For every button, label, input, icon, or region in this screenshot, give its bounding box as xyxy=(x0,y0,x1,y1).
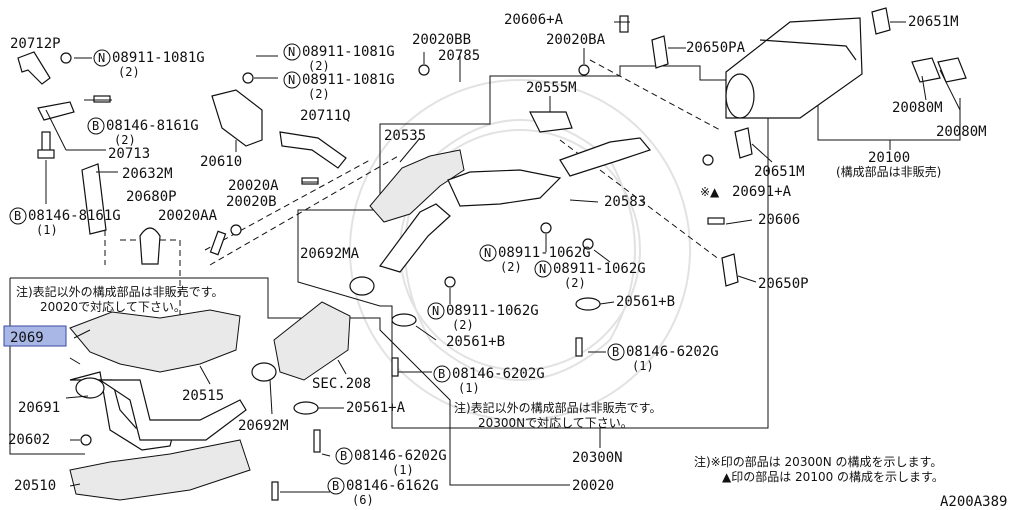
nut-symbol: N xyxy=(98,51,105,65)
part-qty: (1) xyxy=(632,359,654,373)
part-label[interactable]: 08911-1081G xyxy=(112,50,205,66)
watermark xyxy=(349,79,691,421)
nut-symbol: N xyxy=(484,246,491,260)
part-label[interactable]: 20300N xyxy=(572,450,623,466)
nut-symbol: N xyxy=(288,73,295,87)
highlight-label: 2069 xyxy=(10,330,44,346)
part-label[interactable]: 20020BA xyxy=(546,32,606,48)
part-label[interactable]: 20020 xyxy=(572,478,614,494)
footer-note-line2: ▲印の部品は 20100 の構成を示します。 xyxy=(722,469,944,484)
bolt-symbol: B xyxy=(92,119,99,133)
note-20300n-line1: 注)表記以外の構成部品は非販売です。 xyxy=(454,400,661,415)
nut-symbol: N xyxy=(288,45,295,59)
part-label[interactable]: 08911-1081G xyxy=(302,72,395,88)
fastener-marker-letters: N B B N N N N N B B B B xyxy=(14,45,619,493)
leader-lines xyxy=(45,21,961,493)
part-label[interactable]: 20651M xyxy=(754,164,805,180)
part-label[interactable]: 20711Q xyxy=(300,108,351,124)
part-label[interactable]: 20561+A xyxy=(346,400,406,416)
part-qty: (2) xyxy=(118,65,140,79)
bolt-symbol: B xyxy=(340,449,347,463)
part-label[interactable]: 08146-8161G xyxy=(28,208,121,224)
note-20300n-line2: 20300Nで対応して下さい。 xyxy=(478,416,633,430)
part-label[interactable]: 08146-6162G xyxy=(346,478,439,494)
part-qty: (2) xyxy=(114,133,136,147)
part-qty: (1) xyxy=(36,223,58,237)
bolt-symbol: B xyxy=(332,479,339,493)
part-label[interactable]: 20515 xyxy=(182,388,224,404)
part-label[interactable]: 20561+B xyxy=(616,294,675,310)
highlighted-callout[interactable]: 2069 xyxy=(3,325,67,347)
diagram-id: A200A389 xyxy=(940,494,1007,510)
part-label[interactable]: 20712P xyxy=(10,36,61,52)
part-label[interactable]: 20692M xyxy=(238,418,289,434)
part-label[interactable]: 20555M xyxy=(526,80,577,96)
part-labels: 20712P 08911-1081G (2) 08146-8161G (2) 2… xyxy=(8,12,987,507)
part-label[interactable]: 20583 xyxy=(604,194,646,210)
part-label[interactable]: 08911-1081G xyxy=(302,44,395,60)
nut-symbol: N xyxy=(539,262,546,276)
part-note: (構成部品は非販売) xyxy=(836,164,941,179)
part-label[interactable]: 20080M xyxy=(892,100,943,116)
part-qty: (1) xyxy=(458,381,480,395)
part-label[interactable]: 20602 xyxy=(8,432,50,448)
part-label[interactable]: 08146-8161G xyxy=(106,118,199,134)
part-qty: (2) xyxy=(452,318,474,332)
note-20020-line2: 20020で対応して下さい。 xyxy=(40,300,186,314)
part-label[interactable]: 20020BB xyxy=(412,32,471,48)
part-label[interactable]: 08911-1062G xyxy=(553,261,646,277)
nut-symbol: N xyxy=(432,304,439,318)
part-qty: (2) xyxy=(308,59,330,73)
part-label[interactable]: 20632M xyxy=(122,166,173,182)
part-qty: (2) xyxy=(564,276,586,290)
part-label[interactable]: 20785 xyxy=(438,48,480,64)
part-label[interactable]: 20606 xyxy=(758,212,800,228)
note-20020-line1: 注)表記以外の構成部品は非販売です。 xyxy=(16,284,223,299)
part-label[interactable]: 08146-6202G xyxy=(626,344,719,360)
part-label[interactable]: 20713 xyxy=(108,146,150,162)
part-label[interactable]: 20650PA xyxy=(686,40,746,56)
fastener-markers xyxy=(9,43,625,495)
part-label[interactable]: 20080M xyxy=(936,124,987,140)
bolt-symbol: B xyxy=(612,345,619,359)
bolt-symbol: B xyxy=(438,367,445,381)
part-label[interactable]: 20680P xyxy=(126,189,177,205)
assembly-outlines xyxy=(9,59,961,486)
part-qty: (2) xyxy=(308,87,330,101)
part-label[interactable]: 08911-1062G xyxy=(446,303,539,319)
part-label[interactable]: 20610 xyxy=(200,154,242,170)
part-label[interactable]: 08146-6202G xyxy=(452,366,545,382)
part-label[interactable]: 08146-6202G xyxy=(354,448,447,464)
part-label[interactable]: 20510 xyxy=(14,478,56,494)
part-qty: (1) xyxy=(392,463,414,477)
part-label[interactable]: 20020B xyxy=(226,194,277,210)
part-label[interactable]: 20561+B xyxy=(446,334,505,350)
part-label[interactable]: 20650P xyxy=(758,276,809,292)
part-label[interactable]: 20020A xyxy=(228,178,279,194)
footer-note-line1: 注)※印の部品は 20300N の構成を示します。 xyxy=(694,454,942,469)
notes: 注)表記以外の構成部品は非販売です。 20020で対応して下さい。 注)表記以外… xyxy=(16,284,944,484)
part-qty: (6) xyxy=(352,493,374,507)
part-label[interactable]: 20691+A xyxy=(732,184,792,200)
part-mark: ※▲ xyxy=(700,185,720,199)
part-label[interactable]: 20020AA xyxy=(158,208,218,224)
part-label[interactable]: 20692MA xyxy=(300,246,360,262)
part-label[interactable]: 20100 xyxy=(868,150,910,166)
part-label[interactable]: 20691 xyxy=(18,400,60,416)
part-label[interactable]: 20651M xyxy=(908,14,959,30)
part-label[interactable]: 20535 xyxy=(384,128,426,144)
part-drawings xyxy=(17,7,967,501)
part-qty: (2) xyxy=(500,260,522,274)
bolt-symbol: B xyxy=(14,209,21,223)
part-label[interactable]: 08911-1062G xyxy=(498,245,591,261)
part-label[interactable]: SEC.208 xyxy=(312,376,371,392)
part-label[interactable]: 20606+A xyxy=(504,12,564,28)
